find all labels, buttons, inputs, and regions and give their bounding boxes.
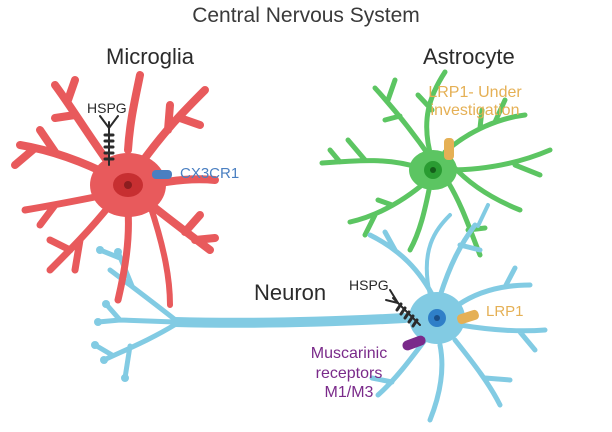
hspg-neuron-label: HSPG <box>349 277 389 293</box>
lrp1-neuron-label: LRP1 <box>486 303 524 320</box>
hspg-neuron-glycan-icon <box>385 289 421 328</box>
neuron-cell <box>91 203 548 423</box>
muscarinic-label-line2: receptors <box>315 364 383 382</box>
microglia-cell <box>11 71 219 308</box>
lrp1-astrocyte-label: LRP1- Under investigation <box>420 84 530 121</box>
cx3cr1-receptor-icon <box>152 170 172 179</box>
lrp1-neuron-receptor-icon <box>457 309 479 325</box>
muscarinic-label-line3: M1/M3 <box>324 384 374 402</box>
lrp1-astrocyte-receptor-icon <box>444 138 454 160</box>
hspg-glycan-icon <box>99 115 119 166</box>
hspg-microglia-label: HSPG <box>87 100 127 116</box>
diagram-title: Central Nervous System <box>192 4 420 27</box>
astrocyte-label: Astrocyte <box>423 44 515 69</box>
muscarinic-label-line1: Muscarinic <box>310 345 388 362</box>
cx3cr1-label: CX3CR1 <box>180 165 240 182</box>
lrp1-astrocyte-label-line1: LRP1- Under <box>428 84 522 101</box>
muscarinic-receptor-icon <box>402 335 426 351</box>
muscarinic-label: Muscarinic receptors M1/M3 <box>300 344 398 403</box>
microglia-label: Microglia <box>106 44 195 69</box>
lrp1-astrocyte-label-line2: investigation <box>430 102 520 120</box>
neuron-label: Neuron <box>254 280 327 305</box>
